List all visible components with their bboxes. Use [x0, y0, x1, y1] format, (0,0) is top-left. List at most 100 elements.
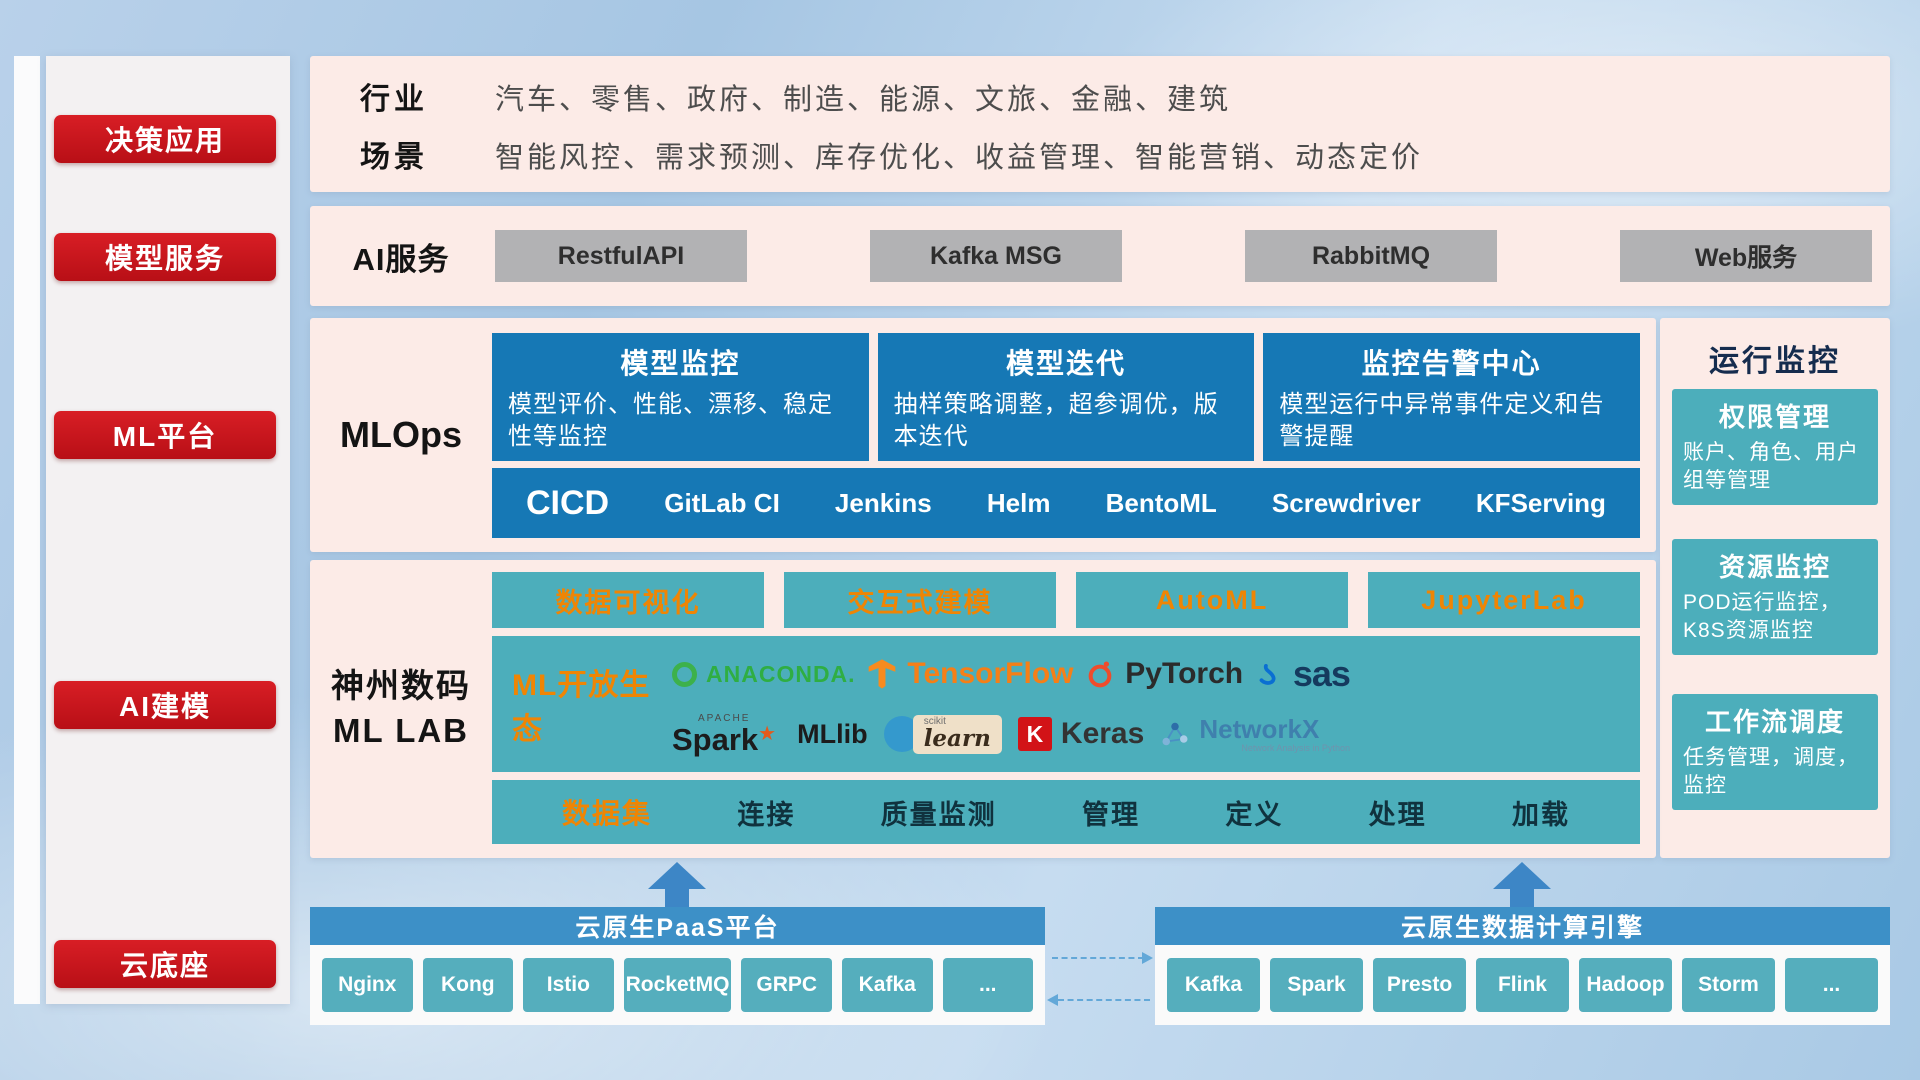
mllab-panel: 神州数码 ML LAB 数据可视化 交互式建模 AutoML JupyterLa…	[310, 560, 1656, 858]
keras-icon: K	[1017, 717, 1052, 751]
model-iteration-card: 模型迭代 抽样策略调整，超参调优，版本迭代	[877, 333, 1255, 461]
card-desc: 模型评价、性能、漂移、稳定性等监控	[508, 391, 833, 451]
more-block: ...	[942, 958, 1034, 1012]
up-arrow-stem	[1510, 888, 1534, 907]
ai-service-label: AI服务	[352, 241, 450, 277]
arrow-right-icon	[1142, 952, 1153, 964]
industry-value: 汽车、零售、政府、制造、能源、文旅、金融、建筑	[495, 84, 1232, 116]
sidebar-item-cloud-base: 云底座	[54, 940, 276, 988]
pipeline-define: 定义	[1225, 799, 1284, 830]
ecosystem-logo-row-1: ANACONDA. TensorFlow PyTorch sas	[672, 646, 1351, 702]
mllab-label-line2: ML LAB	[332, 712, 470, 749]
anaconda-icon	[672, 661, 697, 687]
resource-monitor-card: 资源监控 POD运行监控，K8S资源监控	[1672, 539, 1878, 655]
engine-components-strip: Kafka Spark Presto Flink Hadoop Storm ..…	[1155, 945, 1890, 1025]
ml-ecosystem-label: ML开放生态	[512, 669, 651, 746]
sas-text: sas	[1292, 653, 1351, 694]
industry-panel: 行业 汽车、零售、政府、制造、能源、文旅、金融、建筑 场景 智能风控、需求预测、…	[310, 56, 1890, 192]
web-service-block: Web服务	[1620, 230, 1872, 282]
spark-wordmark: APACHE Spark★	[672, 712, 777, 757]
ecosystem-logos: ANACONDA. TensorFlow PyTorch sas	[672, 646, 1620, 762]
sas-icon	[1259, 664, 1276, 685]
pytorch-icon	[1088, 661, 1112, 688]
scenario-label: 场景	[360, 141, 428, 174]
kafka-msg-block: Kafka MSG	[870, 230, 1122, 282]
scenario-value: 智能风控、需求预测、库存优化、收益管理、智能营销、动态定价	[495, 142, 1424, 174]
card-desc: 账户、角色、用户组等管理	[1683, 441, 1859, 492]
spark-text: Spark★	[672, 721, 777, 757]
rocketmq-block: RocketMQ	[623, 958, 732, 1012]
paas-components-strip: Nginx Kong Istio RocketMQ GRPC Kafka ...	[310, 945, 1045, 1025]
pytorch-text: PyTorch	[1125, 657, 1244, 690]
mllab-label-line1: 神州数码	[331, 667, 471, 705]
card-title: 模型迭代	[1006, 348, 1127, 379]
card-desc: 抽样策略调整，超参调优，版本迭代	[893, 391, 1219, 451]
pipeline-load: 加载	[1511, 799, 1570, 830]
networkx-wordmark: NetworkX Network Analysis in Python	[1199, 716, 1350, 753]
pipeline-quality: 质量监测	[880, 799, 997, 830]
kfserving-item: KFServing	[1475, 487, 1606, 518]
ecosystem-logo-row-2: APACHE Spark★ MLlib scikit learn K	[672, 706, 1350, 762]
mlops-cards: 模型监控 模型评价、性能、漂移、稳定性等监控 模型迭代 抽样策略调整，超参调优，…	[492, 333, 1641, 461]
sidebar-item-ai-modeling: AI建模	[54, 681, 276, 729]
tensorflow-text: TensorFlow	[907, 657, 1074, 690]
sidebar-item-model-service: 模型服务	[54, 233, 276, 281]
screwdriver-item: Screwdriver	[1271, 487, 1421, 518]
workflow-scheduler-card: 工作流调度 任务管理，调度，监控	[1672, 694, 1878, 810]
hadoop-block: Hadoop	[1579, 958, 1672, 1012]
grpc-block: GRPC	[741, 958, 832, 1012]
presto-block: Presto	[1373, 958, 1466, 1012]
dashed-connector-left	[1058, 999, 1150, 1001]
sidebar-item-ml-platform: ML平台	[54, 411, 276, 459]
jenkins-item: Jenkins	[834, 487, 932, 518]
kong-block: Kong	[422, 958, 514, 1012]
cicd-label: CICD	[526, 483, 610, 522]
scikit-text: scikit	[923, 715, 946, 727]
mllab-tools-row: 数据可视化 交互式建模 AutoML JupyterLab	[492, 572, 1640, 628]
storm-block: Storm	[1682, 958, 1775, 1012]
automl-block: AutoML	[1076, 572, 1348, 628]
industry-label: 行业	[360, 83, 428, 116]
tensorflow-icon	[869, 659, 896, 689]
anaconda-text: ANACONDA.	[706, 660, 856, 687]
card-desc: 任务管理，调度，监控	[1683, 746, 1859, 797]
pipeline-manage: 管理	[1082, 799, 1140, 830]
arrow-left-icon	[1047, 994, 1058, 1006]
scenario-row: 场景 智能风控、需求预测、库存优化、收益管理、智能营销、动态定价	[360, 132, 1423, 176]
spark-apache-text: APACHE	[698, 712, 751, 724]
helm-item: Helm	[986, 487, 1051, 518]
sas-logo: sas	[1254, 653, 1351, 695]
spark-star-icon: ★	[758, 722, 777, 745]
model-monitoring-card: 模型监控 模型评价、性能、漂移、稳定性等监控	[492, 333, 869, 461]
up-arrow-stem	[665, 888, 689, 907]
runtime-monitor-title: 运行监控	[1709, 345, 1841, 378]
keras-logo: K Keras	[1017, 717, 1145, 751]
networkx-icon	[1162, 722, 1188, 746]
dataset-pipeline-row: 数据集 连接 质量监测 管理 定义 处理 加载	[492, 780, 1640, 844]
dashed-connector-right	[1052, 957, 1144, 959]
dataset-label: 数据集	[562, 798, 653, 829]
runtime-monitor-panel: 运行监控 权限管理 账户、角色、用户组等管理 资源监控 POD运行监控，K8S资…	[1660, 318, 1890, 858]
rabbitmq-block: RabbitMQ	[1245, 230, 1497, 282]
mlops-label: MLOps	[340, 414, 462, 455]
scikit-learn-logo: scikit learn	[883, 714, 1002, 754]
permission-mgmt-card: 权限管理 账户、角色、用户组等管理	[1672, 389, 1878, 505]
left-accent-strip	[14, 56, 40, 1004]
card-desc: POD运行监控，K8S资源监控	[1683, 591, 1842, 642]
anaconda-logo: ANACONDA.	[672, 661, 856, 688]
ml-ecosystem-box: ML开放生态 ANACONDA. TensorFlow PyTorch	[492, 636, 1640, 772]
mllab-label: 神州数码 ML LAB	[310, 560, 492, 858]
keras-text: Keras	[1060, 717, 1145, 750]
restful-api-block: RestfulAPI	[495, 230, 747, 282]
kafka-block: Kafka	[841, 958, 933, 1012]
spark-block: Spark	[1270, 958, 1363, 1012]
gitlab-ci-item: GitLab CI	[664, 487, 780, 518]
up-arrow-icon	[648, 862, 706, 889]
flink-block: Flink	[1476, 958, 1569, 1012]
learn-text: learn	[923, 724, 991, 752]
spark-mllib-logo: APACHE Spark★ MLlib	[672, 712, 868, 757]
tensorflow-logo: TensorFlow	[866, 657, 1073, 691]
more-block: ...	[1785, 958, 1878, 1012]
industry-row: 行业 汽车、零售、政府、制造、能源、文旅、金融、建筑	[360, 74, 1231, 118]
